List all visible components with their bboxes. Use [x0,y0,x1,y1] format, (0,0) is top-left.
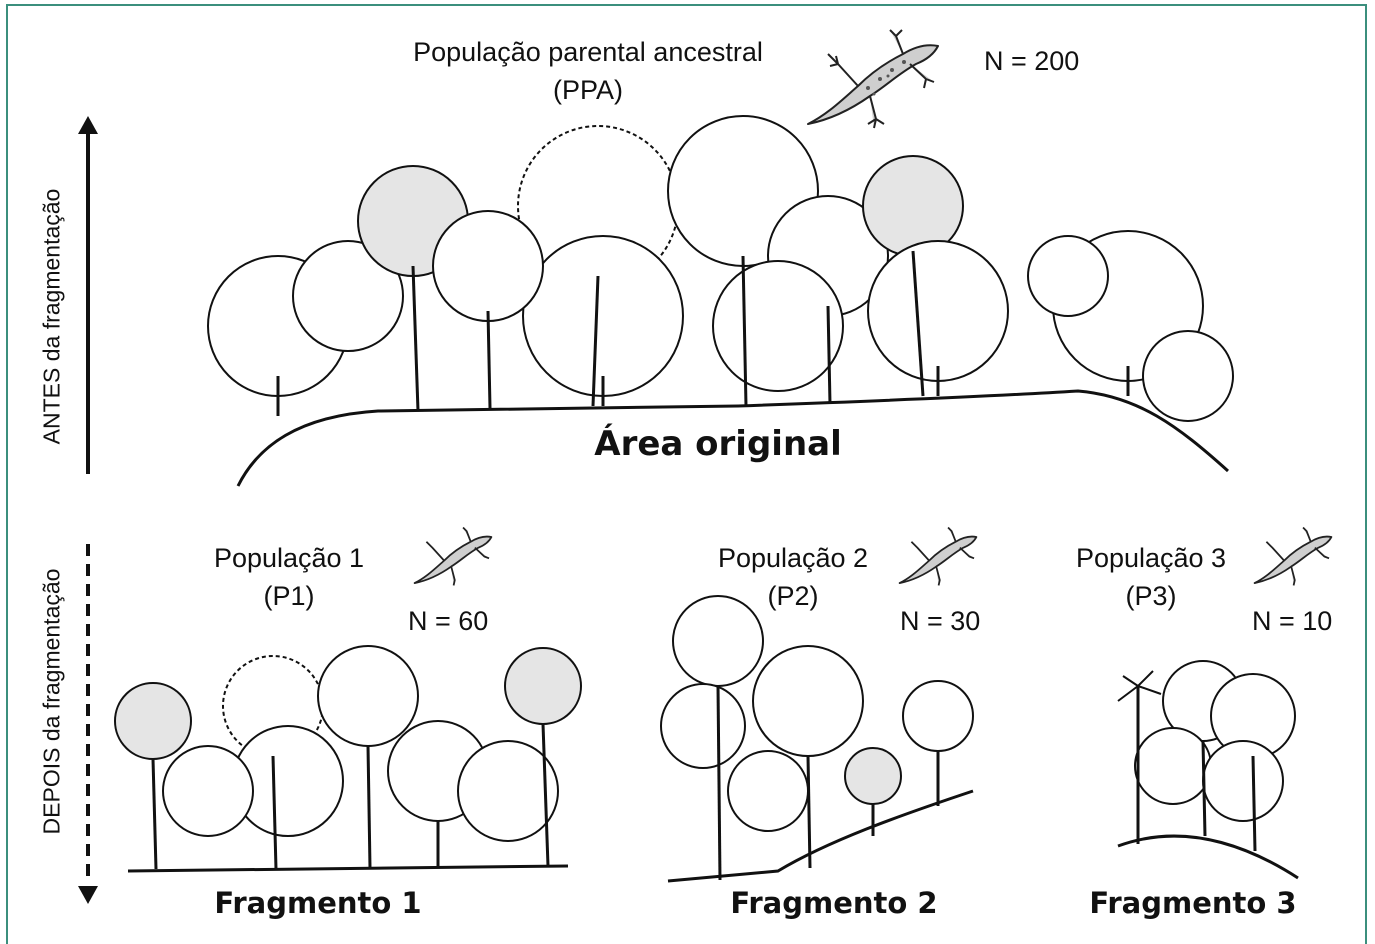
lizard-icon [408,524,498,589]
p1-code: (P1) [204,577,374,615]
ppa-n-label: N = 200 [984,42,1079,80]
forest-illustration-fragment-1 [108,641,598,876]
ppa-label: População parental ancestral (PPA) [388,33,788,109]
fragment-3-label: Fragmento 3 [1083,886,1303,920]
lizard-icon [1248,524,1338,589]
lizard-icon [798,24,948,134]
lizard-icon [893,524,983,589]
antes-arrow [78,116,98,476]
antes-axis-label: ANTES da fragmentação [39,177,66,457]
p3-title: População 3 [1066,539,1236,577]
fragment-1-label: Fragmento 1 [208,886,428,920]
p1-label: População 1 (P1) [204,539,374,615]
figure-frame: População parental ancestral (PPA) N = 2… [6,4,1367,944]
ppa-code: (PPA) [388,71,788,109]
depois-axis-label: DEPOIS da fragmentação [39,552,66,852]
p2-title: População 2 [708,539,878,577]
forest-illustration-fragment-2 [658,596,978,886]
p1-title: População 1 [204,539,374,577]
ppa-title: População parental ancestral [388,33,788,71]
p3-code: (P3) [1066,577,1236,615]
p3-n-label: N = 10 [1252,602,1332,640]
p3-label: População 3 (P3) [1066,539,1236,615]
p1-n-label: N = 60 [408,602,488,640]
forest-illustration-fragment-3 [1113,656,1303,881]
depois-arrow [78,534,98,904]
area-original-label: Área original [568,424,868,464]
fragment-2-label: Fragmento 2 [724,886,944,920]
